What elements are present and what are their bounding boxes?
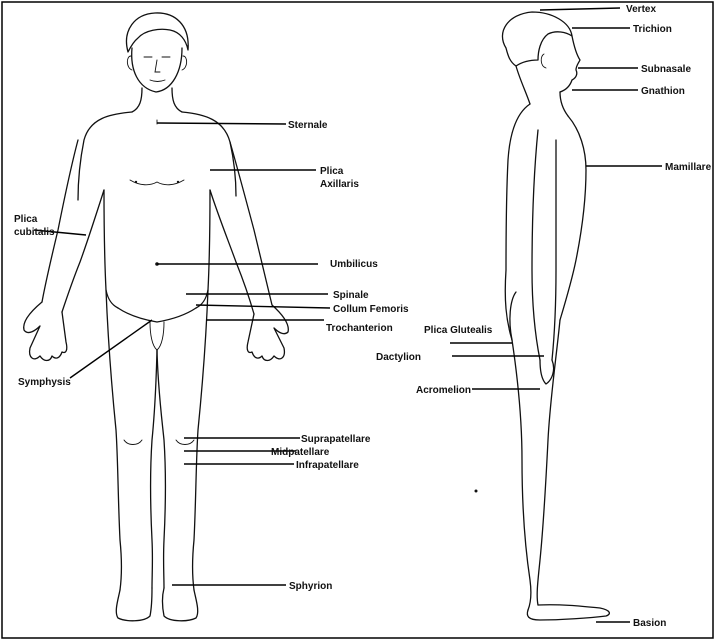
label-subnasale: Subnasale — [641, 64, 691, 75]
collum-femoris-leader — [196, 305, 330, 308]
side-figure — [502, 12, 609, 620]
stray-dot — [475, 490, 478, 493]
label-dactylion: Dactylion — [376, 352, 421, 363]
label-trochanterion: Trochanterion — [326, 323, 393, 334]
label-suprapatellare: Suprapatellare — [301, 434, 371, 445]
sternale-leader — [157, 123, 286, 124]
vertex-leader — [540, 8, 620, 10]
landmark-labels: Vertex Trichion Subnasale Gnathion Mamil… — [14, 4, 712, 629]
label-spinale: Spinale — [333, 290, 369, 301]
label-sphyrion: Sphyrion — [289, 581, 332, 592]
label-plica-cubitalis-line1: Plica — [14, 214, 38, 225]
label-plica-axillaris-line2: Axillaris — [320, 179, 359, 190]
front-figure — [24, 13, 289, 621]
label-acromelion: Acromelion — [416, 385, 471, 396]
label-plica-glutealis: Plica Glutealis — [424, 325, 493, 336]
label-plica-axillaris-line1: Plica — [320, 166, 344, 177]
leader-lines — [34, 8, 662, 622]
label-mamillare: Mamillare — [665, 162, 712, 173]
label-infrapatellare: Infrapatellare — [296, 460, 359, 471]
label-midpatellare: Midpatellare — [271, 447, 330, 458]
label-gnathion: Gnathion — [641, 86, 685, 97]
label-plica-cubitalis-line2: cubitalis — [14, 227, 55, 238]
label-vertex: Vertex — [626, 4, 656, 15]
label-sternale: Sternale — [288, 120, 328, 131]
label-trichion: Trichion — [633, 24, 672, 35]
label-symphysis: Symphysis — [18, 377, 71, 388]
label-basion: Basion — [633, 618, 666, 629]
label-collum-femoris: Collum Femoris — [333, 304, 409, 315]
label-umbilicus: Umbilicus — [330, 259, 378, 270]
